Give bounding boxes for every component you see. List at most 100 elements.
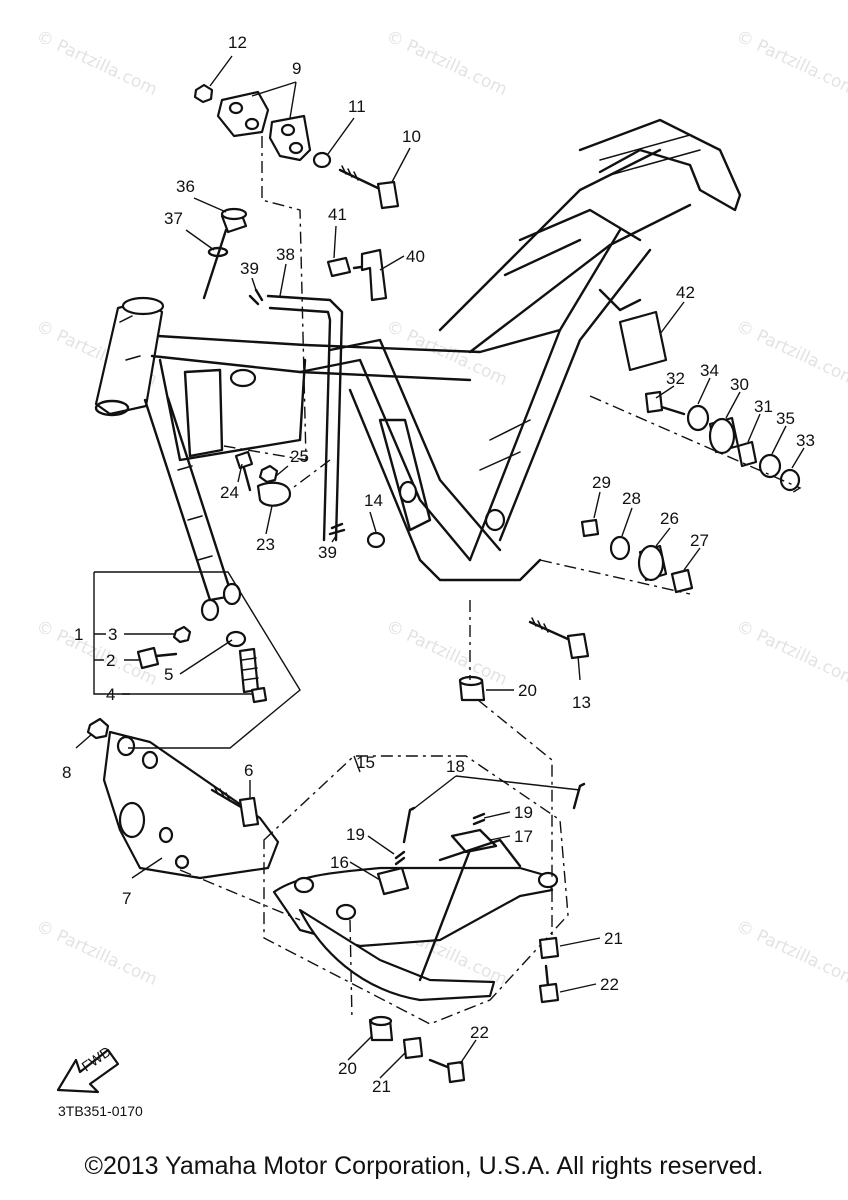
watermark: © Partzilla.com xyxy=(733,316,848,390)
callout-20-upper: 20 xyxy=(518,681,537,700)
rear-strut-right xyxy=(468,228,622,562)
bolt-13-thread xyxy=(531,617,549,633)
leader-21-lower xyxy=(379,1051,407,1079)
callout-10: 10 xyxy=(402,127,421,146)
align-plate-to-frame xyxy=(223,136,307,461)
leader-8 xyxy=(75,733,93,749)
nut-3 xyxy=(172,625,192,644)
callout-2: 2 xyxy=(106,651,115,670)
align-bracket-to-skid xyxy=(179,869,301,921)
engine-bracket-assembly xyxy=(86,717,280,880)
bolt-22-right-shank xyxy=(544,964,550,988)
nut-12 xyxy=(193,83,214,104)
leader-15 xyxy=(353,755,361,773)
callout-6: 6 xyxy=(244,761,253,780)
pivot-plate xyxy=(348,388,542,582)
callout-30: 30 xyxy=(730,375,749,394)
bushing-30-face xyxy=(708,417,736,455)
leader-30 xyxy=(725,391,741,419)
leader-26 xyxy=(655,527,671,547)
gusset-plate xyxy=(158,358,307,462)
bracket-hardware xyxy=(234,248,668,549)
callout-9: 9 xyxy=(292,59,301,78)
watermark: © Partzilla.com xyxy=(733,616,848,690)
top-tube-lower xyxy=(150,354,472,382)
bolt-29 xyxy=(580,518,600,538)
fwd-arrow: FWD xyxy=(56,1043,120,1094)
group-1-bracket xyxy=(94,571,301,749)
bolt-10-head xyxy=(376,180,400,210)
watermark: © Partzilla.com xyxy=(383,26,510,100)
bracket-hole xyxy=(118,801,146,839)
callout-36: 36 xyxy=(176,177,195,196)
leader-19-left xyxy=(367,835,395,855)
rear-fender-mount xyxy=(578,118,742,212)
washer-35 xyxy=(758,453,782,479)
assembly-15-boundary xyxy=(263,755,569,1025)
leader-17 xyxy=(489,835,511,841)
rear-strut-left xyxy=(498,248,652,542)
plate-hole xyxy=(280,123,296,137)
washer-28 xyxy=(609,535,631,561)
leader-41 xyxy=(333,225,337,259)
damper-20-lower-top xyxy=(369,1015,393,1027)
collar-14 xyxy=(366,531,386,549)
nut-8 xyxy=(86,717,110,740)
skid-plate-frame-lower xyxy=(298,908,496,1002)
callout-24: 24 xyxy=(220,483,239,502)
clamp-23 xyxy=(256,481,292,507)
leader-18 xyxy=(411,775,581,811)
leader-28 xyxy=(621,507,633,537)
engine-mount-hole xyxy=(398,480,418,504)
main-frame xyxy=(94,118,742,602)
callout-labels: 12 9 11 10 36 37 39 38 41 40 42 32 34 30… xyxy=(62,33,815,1096)
leader-36 xyxy=(193,197,227,213)
callout-39-upper: 39 xyxy=(240,259,259,278)
fwd-arrow-icon xyxy=(56,1048,120,1094)
callout-25: 25 xyxy=(290,447,309,466)
leader-23 xyxy=(265,505,273,535)
callout-12: 12 xyxy=(228,33,247,52)
breather-hose-38-inner xyxy=(268,306,332,542)
diagram-code: 3TB351-0170 xyxy=(58,1103,143,1119)
leader-14 xyxy=(369,511,377,533)
gusset-cutout xyxy=(183,368,224,458)
align-rear-mount-lower xyxy=(539,559,691,595)
rear-mount-detail xyxy=(599,134,701,176)
leader-16 xyxy=(349,861,381,881)
rivet-18-right xyxy=(572,782,586,810)
callout-27: 27 xyxy=(690,531,709,550)
group-1-line xyxy=(93,572,130,695)
skid-mount-hole xyxy=(293,876,315,894)
leader-42 xyxy=(659,301,685,335)
clip-39-upper xyxy=(248,288,264,306)
leader-38 xyxy=(279,263,287,297)
leader-24 xyxy=(237,463,243,483)
skid-mount-hole xyxy=(537,871,559,889)
callout-20-lower: 20 xyxy=(338,1059,357,1078)
washer-37 xyxy=(207,246,229,258)
bolt-6-head xyxy=(238,796,260,828)
clip-39-lower xyxy=(328,522,346,536)
top-tube-upper xyxy=(156,328,562,354)
reflector-bracket xyxy=(598,288,642,312)
copyright-notice: ©2013 Yamaha Motor Corporation, U.S.A. A… xyxy=(84,1152,764,1180)
main-spar-left xyxy=(298,358,472,562)
callout-31: 31 xyxy=(754,397,773,416)
callout-33: 33 xyxy=(796,431,815,450)
leader-40 xyxy=(379,255,405,271)
cross-member xyxy=(503,208,642,277)
engine-mount-hardware xyxy=(136,582,268,704)
bracket-hole xyxy=(116,735,136,757)
leader-9 xyxy=(251,81,297,119)
callout-22-right: 22 xyxy=(600,975,619,994)
leader-10 xyxy=(391,147,411,183)
plate-hole xyxy=(228,101,244,115)
callout-14: 14 xyxy=(364,491,383,510)
bracket-hole xyxy=(174,854,190,870)
head-pipe-detail xyxy=(119,315,141,361)
callout-16: 16 xyxy=(330,853,349,872)
watermark: © Partzilla.com xyxy=(33,916,160,990)
washer-5 xyxy=(225,630,247,648)
callout-4: 4 xyxy=(106,685,115,704)
